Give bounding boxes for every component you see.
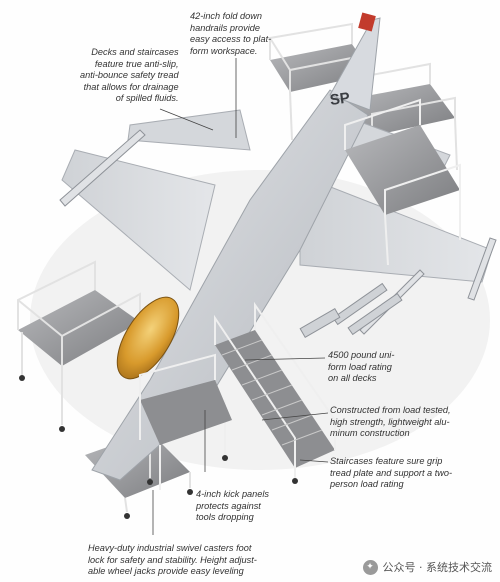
- callout-aluminum: Constructed from load tested, high stren…: [330, 405, 451, 439]
- callout-load-rating: 4500 pound uni- form load rating on all …: [328, 350, 395, 384]
- leader-lines: [152, 58, 329, 535]
- watermark-text: 公众号 · 系统技术交流: [382, 561, 493, 574]
- vertical-tail: [329, 17, 381, 111]
- left-wing: [61, 149, 216, 291]
- left-stabilizer: [127, 109, 251, 151]
- wechat-icon: ✦: [362, 559, 378, 575]
- fuselage: [91, 89, 369, 481]
- callout-decks-tread: Decks and staircases feature true anti-s…: [80, 47, 179, 104]
- right-staircase-platform: [214, 98, 461, 484]
- left-platform: [17, 260, 141, 432]
- left-staircase: [139, 353, 232, 490]
- callout-fold-handrails: 42-inch fold down handrails provide easy…: [190, 11, 272, 56]
- canopy: [116, 296, 180, 380]
- tail-code: SP: [329, 89, 351, 109]
- ventral-ordnance: [299, 282, 403, 339]
- callout-casters: Heavy-duty industrial swivel casters foo…: [88, 543, 257, 577]
- callout-kick-panels: 4-inch kick panels protects against tool…: [196, 489, 270, 523]
- tail-flash: [358, 12, 376, 32]
- watermark: ✦ 公众号 · 系统技术交流: [362, 559, 493, 575]
- callout-grip-tread: Staircases feature sure grip tread plate…: [330, 456, 453, 490]
